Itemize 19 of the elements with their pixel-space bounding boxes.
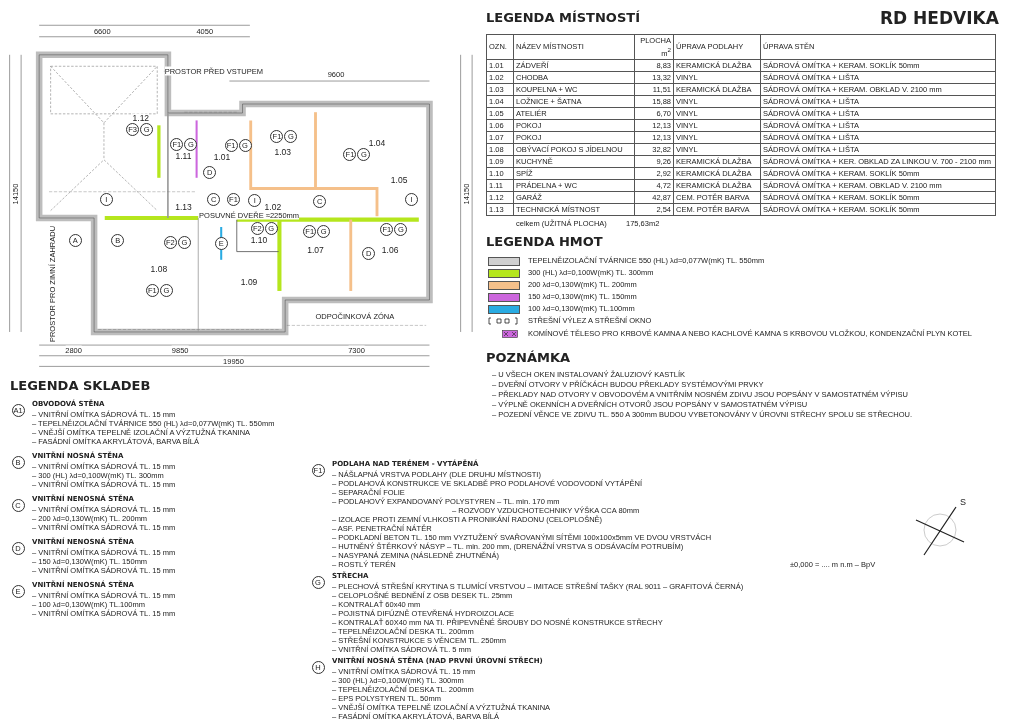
- room-number: 1.03: [274, 147, 291, 157]
- section-heading: LEGENDA HMOT: [486, 233, 603, 250]
- room-number: 1.12: [132, 113, 150, 123]
- room-number: 1.04: [368, 138, 386, 148]
- room-number: 1.09: [240, 277, 258, 287]
- room-number: 1.01: [213, 152, 231, 162]
- room-number: 1.06: [381, 245, 399, 255]
- compass-letter: S: [960, 498, 966, 507]
- room-number: 1.02: [264, 202, 282, 211]
- room-number: 1.05: [390, 175, 408, 185]
- section-heading: LEGENDA MÍSTNOSTÍ: [486, 10, 640, 26]
- page-title: RD HEDVIKA: [880, 8, 999, 28]
- section-heading: LEGENDA SKLADEB: [10, 378, 151, 394]
- room-number: 1.13: [175, 202, 192, 211]
- room-number: 1.08: [150, 264, 168, 274]
- room-number: 1.11: [175, 151, 192, 161]
- section-heading: POZNÁMKA: [486, 349, 571, 366]
- room-number: 1.10: [250, 235, 268, 245]
- room-number: 1.07: [307, 245, 324, 255]
